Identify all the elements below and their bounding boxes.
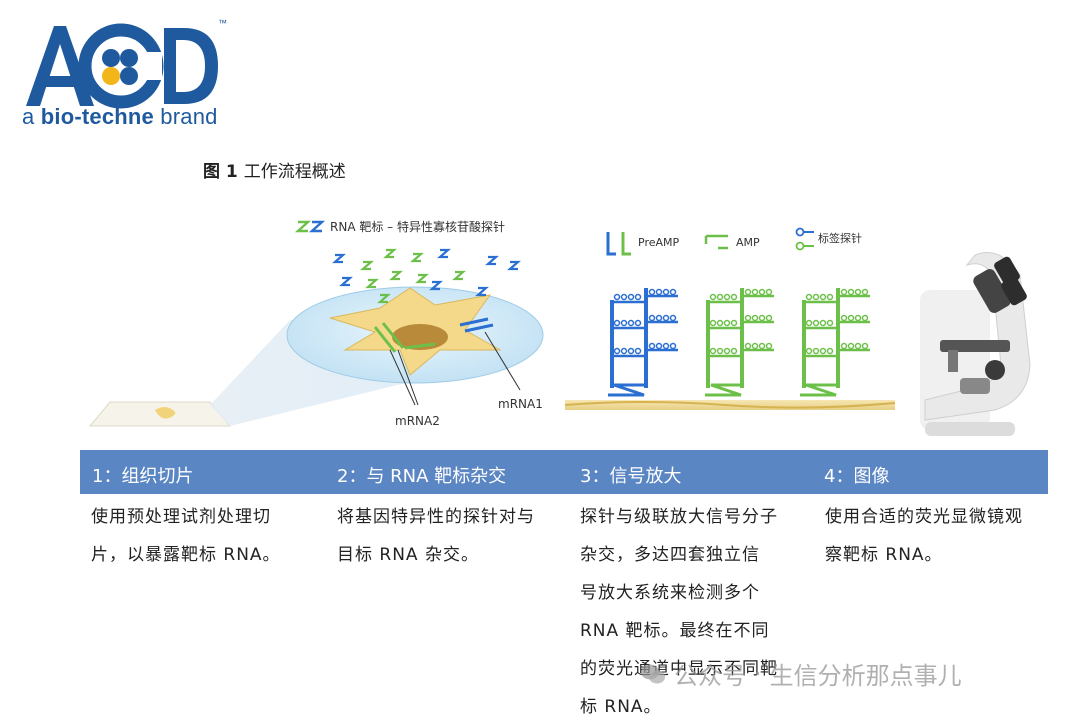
step-3-title: 3：信号放大: [580, 466, 682, 487]
probe-legend-icon: [294, 220, 326, 233]
trademark-symbol: ™: [218, 18, 227, 28]
logo-tagline: a bio-techne brand: [22, 104, 218, 129]
preamp-label: PreAMP: [638, 236, 680, 249]
tissue-slide-graphic: [88, 401, 232, 427]
amplification-tree-green-1: [705, 288, 774, 397]
floating-probes: [332, 248, 521, 304]
step-1-title: 1：组织切片: [92, 466, 194, 487]
workflow-illustration: mRNA2 mRNA1 RNA 靶标 – 特异性寡核苷酸探针 PreAMP AM…: [88, 219, 1031, 436]
label-probe-label: 标签探针: [818, 231, 862, 245]
step-4-description: 使用合适的荧光显微镜观 察靶标 RNA。: [825, 507, 1023, 565]
step-4-title: 4：图像: [824, 466, 890, 487]
mrna2-label: mRNA2: [395, 414, 440, 428]
amplification-tree-blue: [608, 288, 678, 397]
amp-label: AMP: [736, 236, 760, 249]
step-2-title: 2：与 RNA 靶标杂交: [337, 466, 507, 487]
amplification-legend: [606, 227, 814, 256]
acd-logo: ™: [26, 18, 227, 109]
wechat-icon: [641, 664, 665, 683]
step-1-description: 使用预处理试剂处理切 片，以暴露靶标 RNA。: [91, 507, 281, 565]
probe-legend-text: RNA 靶标 – 特异性寡核苷酸探针: [330, 219, 505, 234]
figure-caption-text: 工作流程概述: [243, 162, 346, 182]
microscope-graphic: [920, 252, 1031, 436]
step-2-description: 将基因特异性的探针对与 目标 RNA 杂交。: [337, 507, 535, 565]
mrna1-label: mRNA1: [498, 397, 543, 411]
steps-header-band: 1：组织切片 2：与 RNA 靶标杂交 3：信号放大 4：图像: [80, 450, 1048, 494]
figure-label: 图 1: [203, 162, 238, 182]
watermark: 公众号 · 生信分析那点事儿: [640, 656, 962, 691]
step-3-description: 探针与级联放大信号分子 杂交，多达四套独立信 号放大系统来检测多个 RNA 靶标…: [580, 507, 778, 717]
cell-dish-graphic: [286, 286, 544, 406]
amplification-tree-green-2: [800, 288, 870, 397]
